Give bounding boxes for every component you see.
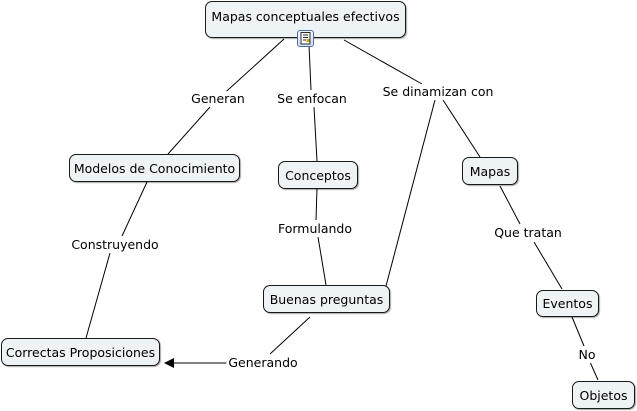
node-mapas[interactable]: Mapas: [462, 157, 518, 185]
line-dinamizan-mapas: [442, 99, 481, 158]
link-label-que-tratan: Que tratan: [492, 225, 564, 241]
link-label-se-enfocan: Se enfocan: [275, 91, 349, 107]
line-quetratan-eventos: [533, 241, 563, 290]
line-modelos-construyendo: [121, 181, 148, 237]
link-label-se-dinamizan: Se dinamizan con: [380, 84, 496, 100]
node-objetos[interactable]: Objetos: [572, 381, 635, 409]
line-no-objetos: [589, 361, 599, 381]
link-label-construyendo: Construyendo: [69, 237, 161, 253]
line-buenas-generando: [269, 316, 311, 355]
node-buenas-preguntas[interactable]: Buenas preguntas: [263, 285, 390, 313]
link-label-formulando: Formulando: [275, 221, 355, 237]
line-formulando-buenas: [317, 236, 327, 286]
line-conceptos-formulando: [315, 187, 318, 221]
line-construyendo-correctas: [85, 252, 111, 339]
line-root-generan: [217, 38, 285, 100]
link-label-no: No: [576, 347, 598, 363]
document-icon[interactable]: [297, 30, 314, 47]
line-root-seenfocan: [308, 44, 312, 91]
node-modelos-de-conocimiento[interactable]: Modelos de Conocimiento: [69, 154, 240, 182]
line-mapas-quetratan: [499, 185, 521, 225]
document-icon-glyph: [300, 32, 311, 45]
node-correctas-proposiciones[interactable]: Correctas Proposiciones: [1, 338, 160, 366]
link-label-generan: Generan: [189, 91, 247, 107]
node-conceptos[interactable]: Conceptos: [278, 161, 358, 189]
line-dinamizan-buenas: [385, 99, 436, 287]
line-seenfocan-conceptos: [313, 106, 318, 162]
line-root-dinamizan: [343, 39, 423, 85]
link-label-generando: Generando: [226, 355, 300, 371]
node-eventos[interactable]: Eventos: [536, 290, 599, 317]
line-generan-modelos: [167, 106, 211, 155]
line-eventos-no: [571, 316, 585, 347]
